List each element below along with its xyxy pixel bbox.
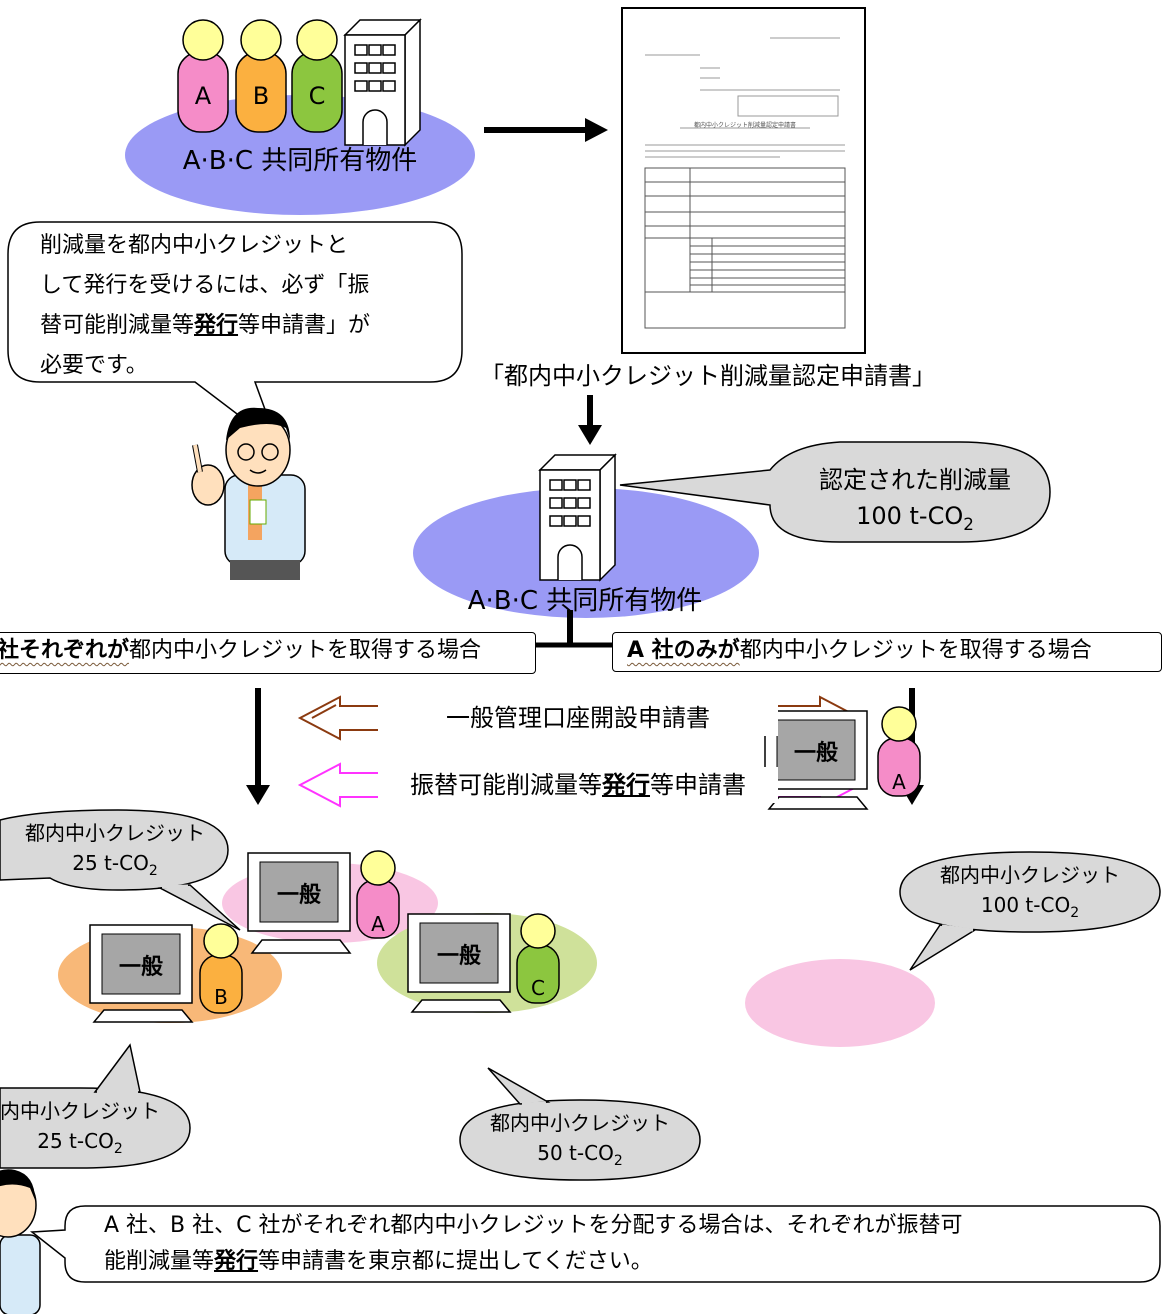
presenter-man-bottom-icon: [0, 1169, 41, 1314]
branch-each-label: 社それぞれが都内中小クレジットを取得する場合: [0, 632, 536, 674]
certified-bubble: [619, 441, 1051, 543]
monitor-a-icon: [247, 852, 352, 954]
account-a-general-label: 一般: [276, 883, 321, 908]
account-application-label: 一般管理口座開設申請書: [378, 700, 778, 736]
credit-b-text: 内中小クレジット 25 t-CO2: [0, 1099, 160, 1157]
bottom-note-bubble: [29, 1205, 1161, 1283]
owner-a-label: A: [194, 82, 212, 110]
owner-c-label: C: [308, 82, 326, 110]
form-title-small: 都内中小クレジット削減量認定申請書: [693, 122, 796, 129]
certified-text: 認定された削減量 100 t-CO2: [819, 466, 1011, 534]
building-icon-top: [343, 18, 422, 147]
credit-c-text: 都内中小クレジット 50 t-CO2: [490, 1111, 670, 1169]
credit-a-bubble: [0, 809, 229, 891]
person-b-letter: B: [214, 985, 228, 1009]
monitor-b-icon: [89, 924, 194, 1023]
person-c-icon: [291, 19, 343, 133]
issue-application-label: 振替可能削減量等発行等申請書: [378, 767, 778, 803]
application-form-image: [621, 7, 866, 354]
person-a-icon: [177, 19, 229, 133]
account-b-general-label: 一般: [118, 955, 163, 980]
credit-single-bubble: [899, 851, 1161, 933]
branch-a-only-label: A 社のみが都内中小クレジットを取得する場合: [612, 632, 1162, 672]
person-a-account-icon: [356, 850, 400, 939]
credit-single-text: 都内中小クレジット 100 t-CO2: [940, 863, 1120, 921]
monitor-c-icon: [407, 913, 512, 1013]
form-caption: 「都内中小クレジット削減量認定申請書」: [480, 362, 936, 390]
person-c-account-icon: [516, 913, 560, 1004]
person-c-letter: C: [531, 976, 545, 1000]
person-single-a-icon: [877, 706, 921, 797]
top-note-text: 削減量を都内中小クレジットと して発行を受けるには、必ず「振 替可能削減量等発行…: [40, 233, 371, 378]
building-icon-middle: [538, 453, 617, 582]
property-label-middle: A·B·C 共同所有物件: [467, 586, 703, 616]
bottom-note-text: A 社、B 社、C 社がそれぞれ都内中小クレジットを分配する場合は、それぞれが振…: [104, 1213, 963, 1274]
person-b-icon: [235, 19, 287, 133]
property-label-top: A·B·C 共同所有物件: [182, 146, 418, 176]
presenter-man-icon: [191, 407, 306, 580]
credit-a-text: 都内中小クレジット 25 t-CO2: [25, 821, 205, 879]
credit-c-bubble: [459, 1099, 701, 1181]
person-b-account-icon: [199, 923, 243, 1014]
monitor-single-a-screen: [764, 710, 869, 810]
person-a-letter: A: [371, 912, 385, 936]
person-single-a-letter: A: [892, 770, 906, 794]
account-single-general-label: 一般: [793, 741, 838, 766]
owner-b-label: B: [252, 82, 270, 110]
account-c-general-label: 一般: [436, 944, 481, 969]
